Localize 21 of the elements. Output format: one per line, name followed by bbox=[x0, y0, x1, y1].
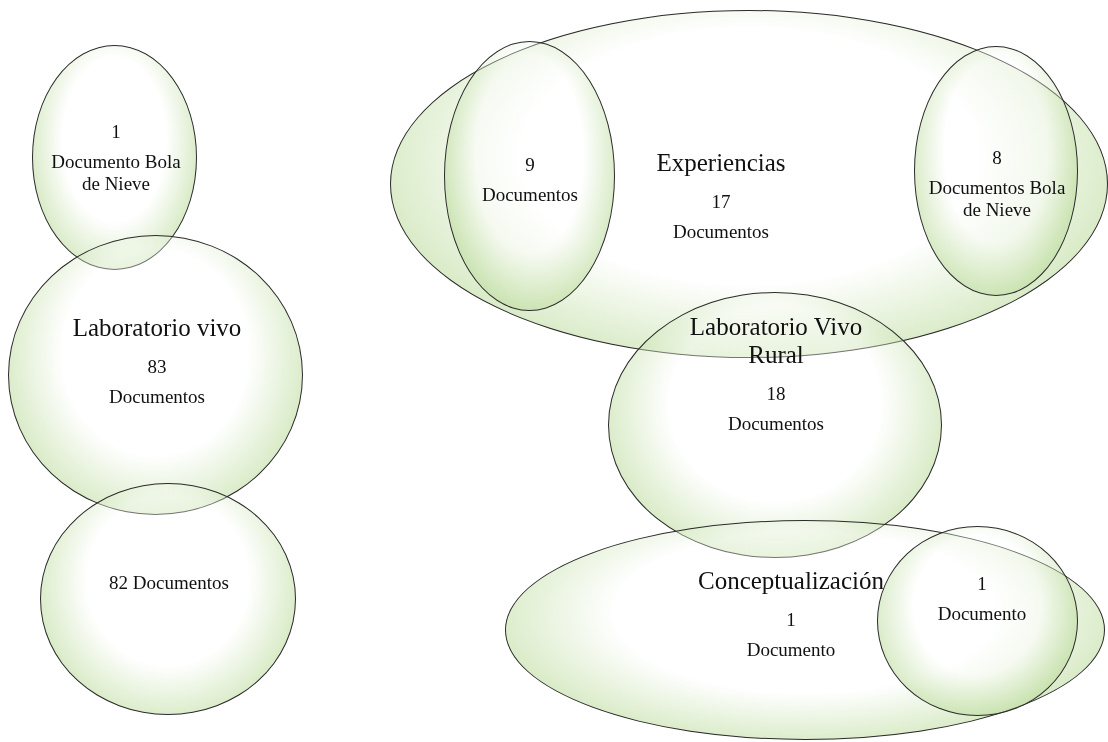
heading-text: Experiencias bbox=[656, 149, 786, 177]
count-text: 1 bbox=[977, 573, 987, 595]
caption-text: Documentos bbox=[108, 386, 205, 408]
count-text: 9 bbox=[525, 154, 535, 176]
caption-text: 82 Documentos bbox=[109, 572, 229, 594]
heading-text: Conceptualización bbox=[697, 567, 884, 595]
caption-text: Documentos bbox=[481, 184, 578, 206]
count-text: 17 bbox=[711, 191, 731, 213]
count-text: 1 bbox=[786, 609, 796, 631]
caption-text: Documento bbox=[937, 603, 1027, 625]
count-text: 1 bbox=[111, 121, 121, 143]
count-text: 8 bbox=[992, 147, 1002, 169]
count-text: 83 bbox=[147, 356, 167, 378]
caption-text: Documento Bola de Nieve bbox=[51, 151, 181, 195]
count-text: 18 bbox=[766, 383, 786, 405]
caption-text: Documentos bbox=[672, 221, 769, 243]
heading-text: Laboratorio Vivo Rural bbox=[688, 313, 864, 369]
caption-text: Documento bbox=[746, 639, 836, 661]
caption-text: Documentos Bola de Nieve bbox=[927, 177, 1067, 221]
heading-text: Laboratorio vivo bbox=[72, 314, 242, 342]
caption-text: Documentos bbox=[727, 413, 824, 435]
